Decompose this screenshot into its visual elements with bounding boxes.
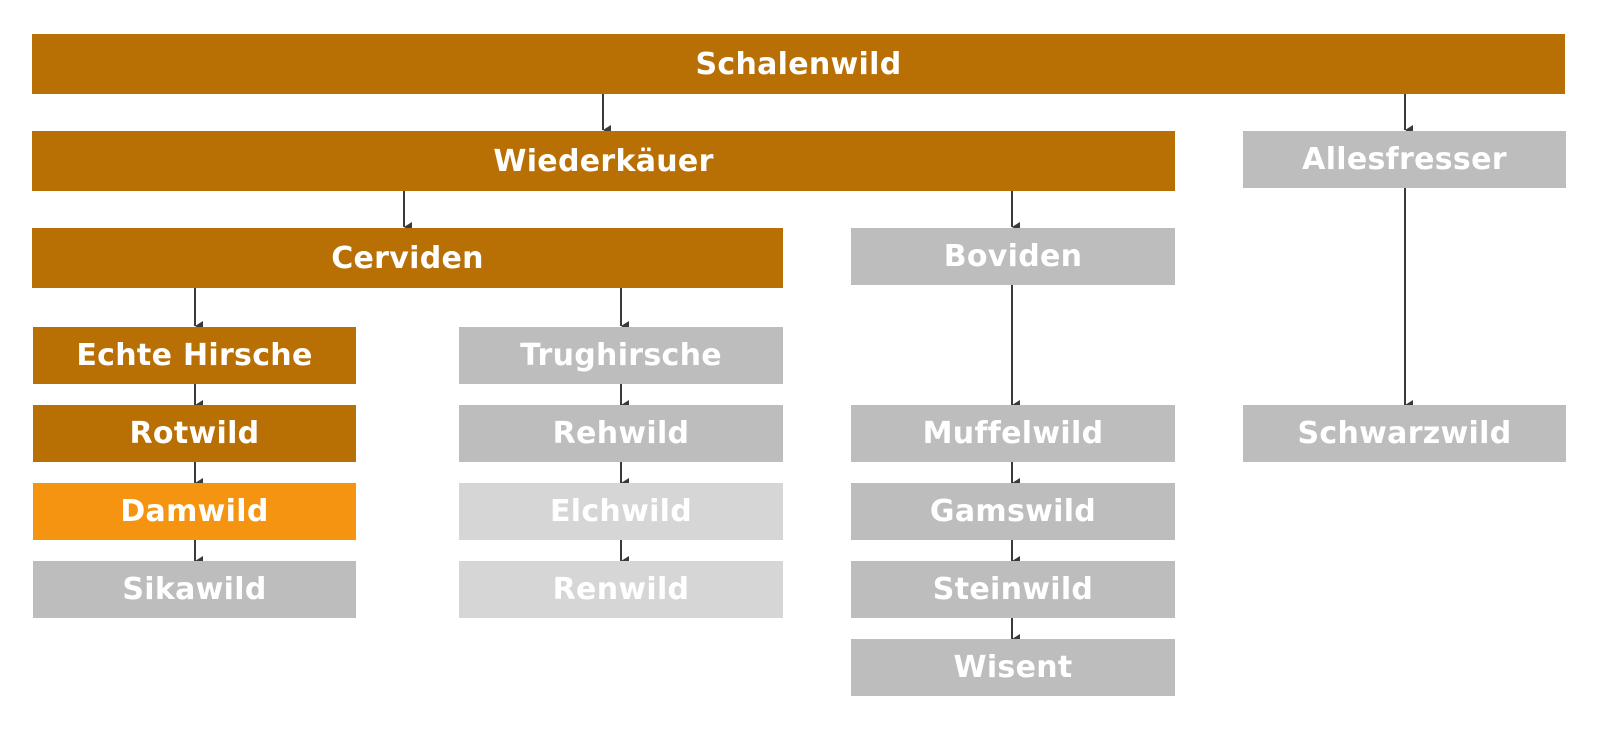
node-damwild: Damwild [33, 483, 356, 540]
node-label: Steinwild [932, 572, 1094, 607]
node-label: Renwild [552, 572, 690, 607]
node-label: Wiederkäuer [493, 143, 714, 179]
node-trughirsche: Trughirsche [459, 327, 783, 384]
node-label: Sikawild [122, 572, 267, 607]
node-muffelwild: Muffelwild [851, 405, 1175, 462]
node-label: Elchwild [549, 494, 693, 529]
node-label: Echte Hirsche [76, 338, 313, 373]
node-elchwild: Elchwild [459, 483, 783, 540]
node-label: Muffelwild [922, 416, 1104, 451]
node-boviden: Boviden [851, 228, 1175, 285]
node-label: Cerviden [331, 240, 484, 276]
node-label: Damwild [120, 494, 269, 529]
node-wisent: Wisent [851, 639, 1175, 696]
node-label: Schwarzwild [1297, 416, 1512, 451]
node-label: Boviden [943, 239, 1083, 274]
node-gamswild: Gamswild [851, 483, 1175, 540]
node-rotwild: Rotwild [33, 405, 356, 462]
node-schwarzwild: Schwarzwild [1243, 405, 1566, 462]
node-cerviden: Cerviden [32, 228, 783, 288]
node-sikawild: Sikawild [33, 561, 356, 618]
node-label: Trughirsche [520, 338, 722, 373]
node-schalenwild: Schalenwild [32, 34, 1565, 94]
node-rehwild: Rehwild [459, 405, 783, 462]
node-label: Rotwild [129, 416, 260, 451]
node-label: Schalenwild [695, 46, 902, 82]
node-label: Allesfresser [1302, 142, 1507, 177]
node-label: Gamswild [929, 494, 1097, 529]
node-echte-hirsche: Echte Hirsche [33, 327, 356, 384]
node-wiederkaeuer: Wiederkäuer [32, 131, 1175, 191]
node-steinwild: Steinwild [851, 561, 1175, 618]
node-label: Rehwild [552, 416, 690, 451]
node-renwild: Renwild [459, 561, 783, 618]
node-label: Wisent [953, 650, 1073, 685]
node-allesfresser: Allesfresser [1243, 131, 1566, 188]
